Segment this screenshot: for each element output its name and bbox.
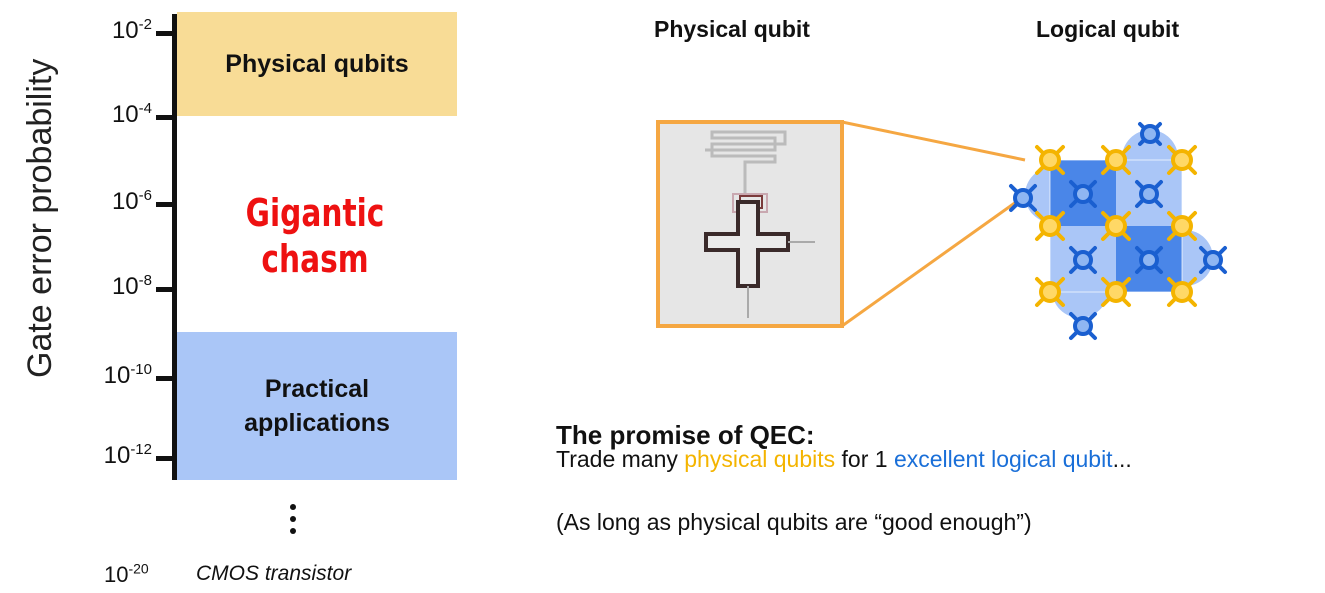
axis-tick xyxy=(156,287,176,292)
qec-line-prefix: Trade many xyxy=(556,446,685,472)
axis-tick xyxy=(156,376,176,381)
qec-logical-qubit-text: excellent logical qubit xyxy=(893,446,1113,472)
tick-label: 10-6 xyxy=(111,187,152,215)
chasm-line1: Gigantic xyxy=(245,191,385,235)
tick-label: 10-8 xyxy=(111,272,152,300)
logical-qubit-title: Logical qubit xyxy=(1036,16,1180,42)
tick-label: 10-4 xyxy=(111,100,152,128)
tick-label: 10-10 xyxy=(103,361,152,389)
chasm-line2: chasm xyxy=(261,237,369,281)
y-axis-line xyxy=(172,14,177,480)
physical-qubit-image xyxy=(656,120,844,328)
practical-label-line2: applications xyxy=(244,409,390,437)
axis-tick xyxy=(156,456,176,461)
axis-tick xyxy=(156,31,176,36)
zoom-line-bottom xyxy=(841,183,1041,328)
physical-qubit-title: Physical qubit xyxy=(654,16,810,42)
qec-title: The promise of QEC: xyxy=(556,420,815,450)
gigantic-chasm-label: Gigantic chasm xyxy=(218,190,413,282)
qec-line-suffix: ... xyxy=(1112,446,1132,472)
tick-label: 10-2 xyxy=(111,16,152,44)
physical-qubits-band: Physical qubits xyxy=(177,12,457,116)
axis-tick xyxy=(156,115,176,120)
qec-line-mid: for 1 xyxy=(835,446,894,472)
logical-qubit-lattice xyxy=(1009,122,1227,340)
tick-label: 10-12 xyxy=(103,441,152,469)
practical-applications-band: Practical applications xyxy=(177,332,457,480)
qec-note: (As long as physical qubits are “good en… xyxy=(556,509,1032,535)
qec-physical-qubits-text: physical qubits xyxy=(684,446,836,472)
cmos-transistor-label: CMOS transistor xyxy=(196,562,352,585)
zoom-line-top xyxy=(841,120,1026,162)
practical-label-line1: Practical xyxy=(264,375,370,403)
ellipsis-dots xyxy=(283,504,303,540)
qec-trade-line: Trade many physical qubits for 1 excelle… xyxy=(556,446,1132,473)
physical-qubits-label: Physical qubits xyxy=(225,50,409,78)
axis-tick xyxy=(156,202,176,207)
cmos-error-value: 10-20 xyxy=(104,560,149,587)
